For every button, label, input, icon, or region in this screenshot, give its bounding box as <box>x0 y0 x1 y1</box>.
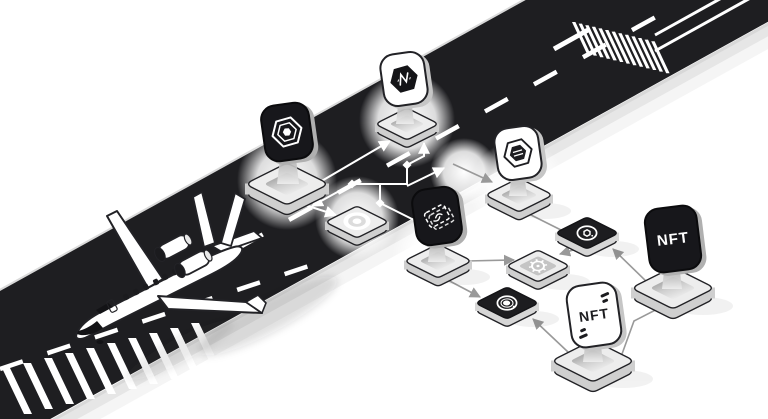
dashed-contract-icon <box>423 204 455 231</box>
badge-nft-hexagon-top <box>377 49 431 109</box>
fuselage <box>75 245 244 340</box>
dash-mark <box>600 291 610 298</box>
dash-mark <box>579 327 587 332</box>
runway-edge-line-2 <box>654 0 750 53</box>
lens-pad <box>474 287 540 327</box>
target-circles-icon <box>343 212 371 230</box>
cockpit-window <box>96 303 113 314</box>
nft-card-light-label: NFT <box>577 304 611 326</box>
runway-centerline <box>238 6 674 249</box>
token-pad <box>554 217 620 257</box>
threshold-stripes-right <box>572 22 670 74</box>
badge-nft-card-light: NFT <box>563 279 625 351</box>
tailplane <box>211 230 263 253</box>
target-pad <box>324 206 390 246</box>
nft-card-dark-label: NFT <box>655 228 690 250</box>
hexagon-badge-icon <box>503 138 533 168</box>
nft-hexagon-icon <box>390 65 418 93</box>
badge-nft-card-dark: NFT <box>642 202 704 276</box>
nose-gear <box>96 340 104 344</box>
airplane <box>75 191 267 344</box>
nose-chin <box>77 321 103 336</box>
airplane-shadow <box>126 276 338 381</box>
runway-edge-line-1 <box>654 0 722 37</box>
engine-far <box>153 233 193 263</box>
dash-mark <box>601 298 609 303</box>
badge-shield-right <box>491 123 545 183</box>
winglet <box>245 294 267 314</box>
token-coin-icon <box>576 225 598 241</box>
tail-fin-near <box>220 192 246 247</box>
gear-icon <box>528 259 548 273</box>
lens-circle-icon <box>496 295 518 311</box>
badge-shield-left <box>258 99 316 165</box>
tiles <box>245 109 715 392</box>
badge-smart-contract <box>409 183 465 249</box>
runway-lane-dashes <box>0 256 331 372</box>
hexagon-shield-icon <box>271 116 303 148</box>
engine-near <box>173 249 213 279</box>
tail-fin-far <box>192 191 216 248</box>
runway-bar <box>552 27 590 52</box>
dash-mark <box>578 332 588 339</box>
gear-pad <box>505 250 571 290</box>
cabin-door <box>106 299 118 313</box>
